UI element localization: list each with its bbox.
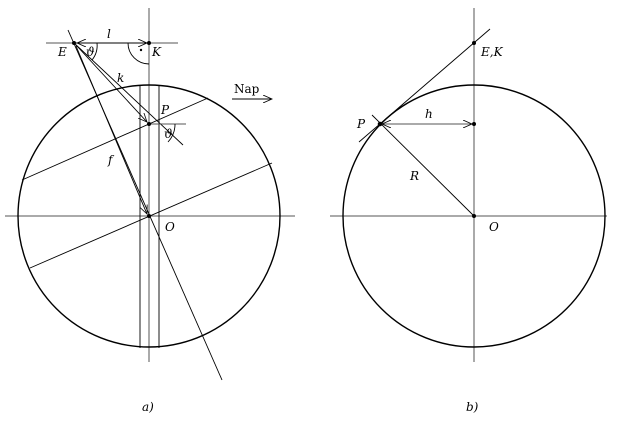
parallel-line-1	[21, 97, 209, 181]
earth-circle	[17, 84, 281, 348]
figure-a: E K l ϑ k P ϑ f O Nap a)	[5, 8, 295, 414]
caption-a: a)	[142, 400, 154, 414]
right-angle-dot	[139, 48, 143, 52]
point-h-end	[472, 122, 476, 126]
label-theta-top: ϑ	[86, 45, 95, 59]
label-EK: E,K	[480, 45, 504, 59]
radius-R	[371, 114, 475, 217]
point-O	[147, 214, 151, 218]
point-EK	[472, 41, 476, 45]
label-f: f	[107, 153, 115, 167]
point-P	[147, 122, 151, 126]
label-K: K	[151, 45, 162, 59]
point-O	[472, 214, 476, 218]
f-arrow	[75, 45, 147, 214]
point-P	[377, 121, 383, 127]
earth-circle	[342, 84, 606, 348]
label-R: R	[409, 169, 419, 183]
label-E: E	[57, 45, 67, 59]
point-E	[72, 41, 76, 45]
k-arrow	[75, 44, 147, 122]
label-P: P	[356, 117, 366, 131]
label-P: P	[160, 103, 170, 117]
label-theta-p: ϑ	[164, 127, 173, 141]
label-O: O	[489, 220, 499, 234]
point-K	[147, 41, 151, 45]
label-O: O	[165, 220, 175, 234]
right-angle-arc	[127, 42, 150, 65]
parallel-line-2	[29, 162, 273, 269]
caption-b: b)	[466, 400, 479, 414]
label-h: h	[425, 107, 433, 121]
figure-b: E,K P h R O b)	[330, 8, 607, 414]
theta-arc-p	[167, 123, 176, 143]
label-k: k	[117, 71, 124, 85]
label-l: l	[107, 27, 111, 41]
label-direction: Nap	[234, 82, 260, 96]
theta-arc-top	[91, 42, 98, 61]
